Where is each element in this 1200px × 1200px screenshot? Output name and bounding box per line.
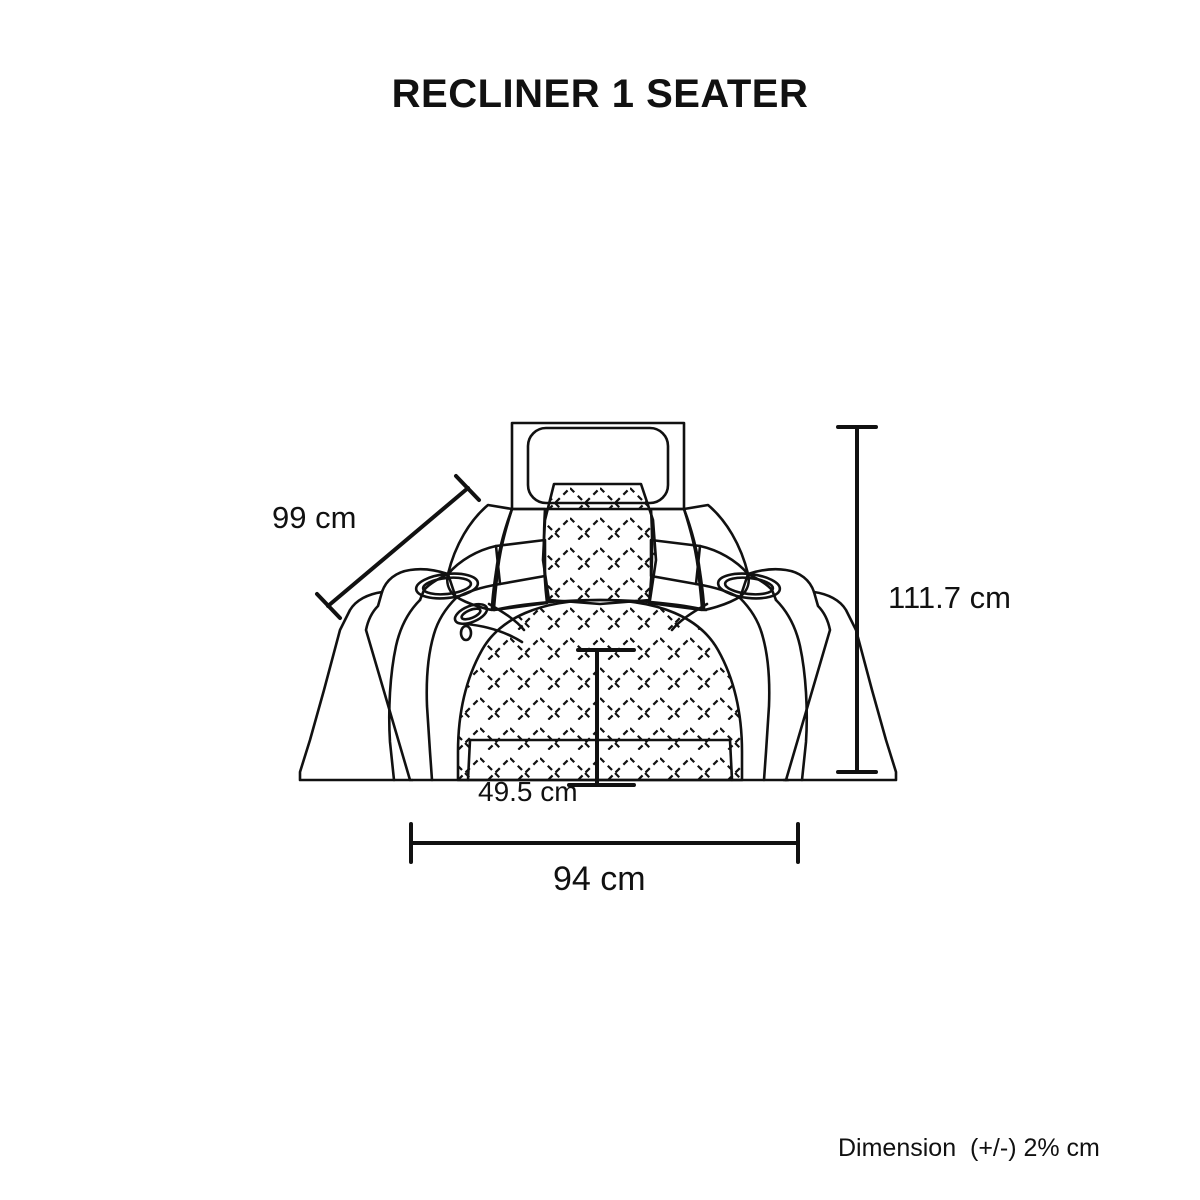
left-cupholder bbox=[414, 572, 480, 600]
right-body-shell bbox=[670, 567, 898, 782]
seat-cushion bbox=[456, 598, 744, 782]
dimension-line-width bbox=[409, 822, 800, 864]
footrest-base bbox=[410, 738, 790, 782]
dimension-line-seat-height bbox=[567, 648, 636, 787]
dimension-line-depth bbox=[315, 474, 481, 620]
page-title: RECLINER 1 SEATER bbox=[391, 72, 809, 116]
backrest bbox=[445, 482, 751, 612]
seat-quilting bbox=[458, 600, 742, 780]
dimension-label-seat-height: 49.5 cm bbox=[478, 776, 578, 807]
right-armrest bbox=[649, 538, 778, 602]
right-cupholder bbox=[716, 572, 782, 600]
dimension-label-height: 111.7 cm bbox=[888, 580, 1011, 615]
dimension-label-depth: 99 cm bbox=[272, 500, 357, 535]
dimension-tolerance-footnote: Dimension (+/-) 2% cm bbox=[838, 1134, 1100, 1162]
control-button-panel[interactable] bbox=[452, 600, 490, 642]
dimension-label-width: 94 cm bbox=[553, 860, 646, 898]
left-armrest bbox=[418, 538, 547, 602]
backrest-quilting bbox=[543, 484, 656, 604]
dimension-line-height bbox=[836, 425, 878, 774]
